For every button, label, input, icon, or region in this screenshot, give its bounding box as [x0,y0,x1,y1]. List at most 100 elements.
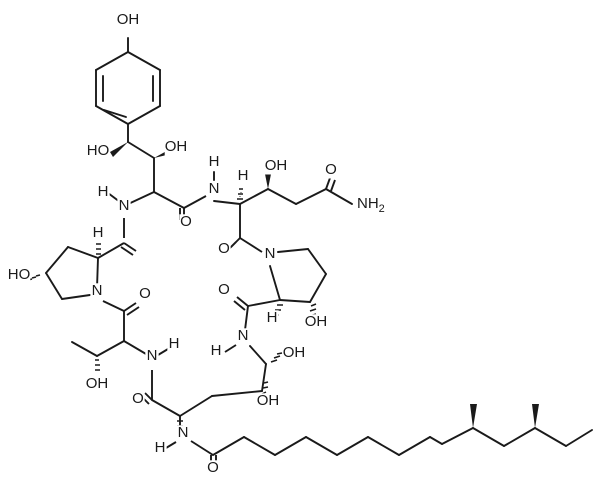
atom-label-thr_nh_h: H [169,335,180,352]
glutamine-backbone [213,171,353,239]
atom-label-gln_n: N [209,180,220,197]
hash-hypL-ho-1 [35,274,41,277]
atom-label-thr_co_o: O [132,390,144,407]
atom-label-pro_r_alpha_h: H [267,309,278,326]
bond-prR-co [247,299,281,307]
ornithine-backbone [151,345,267,435]
label-halo [263,246,277,263]
atom-label-hyp_l_alpha_h: H [93,224,104,241]
label-halo [304,314,328,331]
phenol-ring [95,37,161,125]
label-halo [236,168,250,185]
hash-orn-oh-u-3 [276,352,283,355]
label-halo [131,391,145,408]
atom-label-pro_r_n: N [265,245,276,262]
label-halo [236,328,250,345]
label-halo [117,198,131,215]
carbonyl-prR [233,296,249,311]
atom-label-acyl_nh_h: H [155,439,166,456]
atom-label-hyp_l_n: N [92,282,103,299]
atom-label-gln_nh_h: H [209,153,220,170]
carbonyl-gln-amide [325,177,336,192]
label-halo [7,267,31,284]
label-halo [179,214,193,231]
atom-label-orn_oh_lower: OH [257,392,280,409]
label-halo [355,196,389,213]
atom-label-pro_r_co_o: O [218,281,230,298]
atom-label-thr_oh: OH [86,375,109,392]
label-halo [176,425,190,442]
label-halo [116,12,140,29]
atom-label-gln_beta_oh: OH [265,157,288,174]
bond-prR-co-n [244,305,249,331]
label-halo [256,393,280,410]
label-halo [153,440,167,457]
wedge-chain-methyl-1 [470,404,477,428]
atom-label-thr_n: N [147,347,158,364]
label-halo [86,143,110,160]
atom-label-carbonyl_o_tyr: O [180,213,192,230]
bond-tyr-co-gln-n [183,195,207,209]
label-halo [265,310,279,327]
bond-orn-nh [224,344,237,353]
hash-orn-oh-l-3 [263,381,269,384]
hash-orn-oh-l-2 [262,386,269,389]
atom-label-hyp_l_ho: HO [8,266,31,283]
bond-hypL-n-co [102,300,125,312]
carbonyl-hypL-top [120,242,137,256]
atom-label-amide_nh_tyr: N [119,197,130,214]
bond-thr-nh [157,348,169,356]
homotyrosine-backbone [123,123,185,209]
atom-label-orn_n: N [238,327,249,344]
hash-prR-oh-2 [309,308,317,312]
wedge-chain-methyl-2 [532,404,539,428]
label-halo [206,460,220,477]
atom-label-acyl_n: N [178,424,189,441]
hash-hypL-ho-2 [31,276,37,279]
atom-label-orn_nh_h: H [211,342,222,359]
hash-orn-oh-u-1 [270,359,278,363]
hash-prR-oh-1 [310,303,317,307]
bond-hypL-co [97,242,125,259]
carbonyl-hypL-bottom [123,302,140,316]
atom-label-phenol_oh: OH [117,11,140,28]
atom-label-gln_co_o: O [218,240,230,257]
hydroxyproline-left-ring [45,246,99,300]
fatty-acyl-chain [212,427,593,456]
bond-acyl-nh [165,441,177,449]
atom-label-orn_oh_upper: OH [283,344,306,361]
atom-label-tyr_oh_right: OH [165,138,188,155]
atom-label-tyr_ho_left: HO [87,142,110,159]
label-halo [217,241,231,258]
label-halo [207,154,221,171]
atom-label-hyp_l_co_o: O [139,285,151,302]
label-halo [90,283,104,300]
atom-label-acyl_co_o: O [207,459,219,476]
label-halo [145,348,159,365]
bond-acyl-n-co [190,440,214,456]
atom-label-gln_amide_o: O [325,161,337,178]
label-halo [282,345,306,362]
label-halo [91,225,105,242]
label-halo [96,184,110,201]
atom-label-pro_r_oh: OH [305,313,328,330]
label-halo [164,139,188,156]
wedge-tyr-ho [110,142,128,157]
atom-label-gln_alpha_h: H [238,167,249,184]
label-halo [264,158,288,175]
hash-orn-oh-u-2 [273,355,281,359]
label-halo [207,181,221,198]
label-halo [209,343,223,360]
label-halo [167,336,181,353]
label-halo [138,286,152,303]
label-halo [324,162,338,179]
atom-label-gln_amide_nh2: NH2 [357,195,385,215]
bond-gln-co-proN [239,237,263,253]
label-halo [85,376,109,393]
threonine-backbone [71,310,147,357]
wedge-gln-oh [265,174,271,189]
hydroxyproline-right-ring [269,248,327,303]
